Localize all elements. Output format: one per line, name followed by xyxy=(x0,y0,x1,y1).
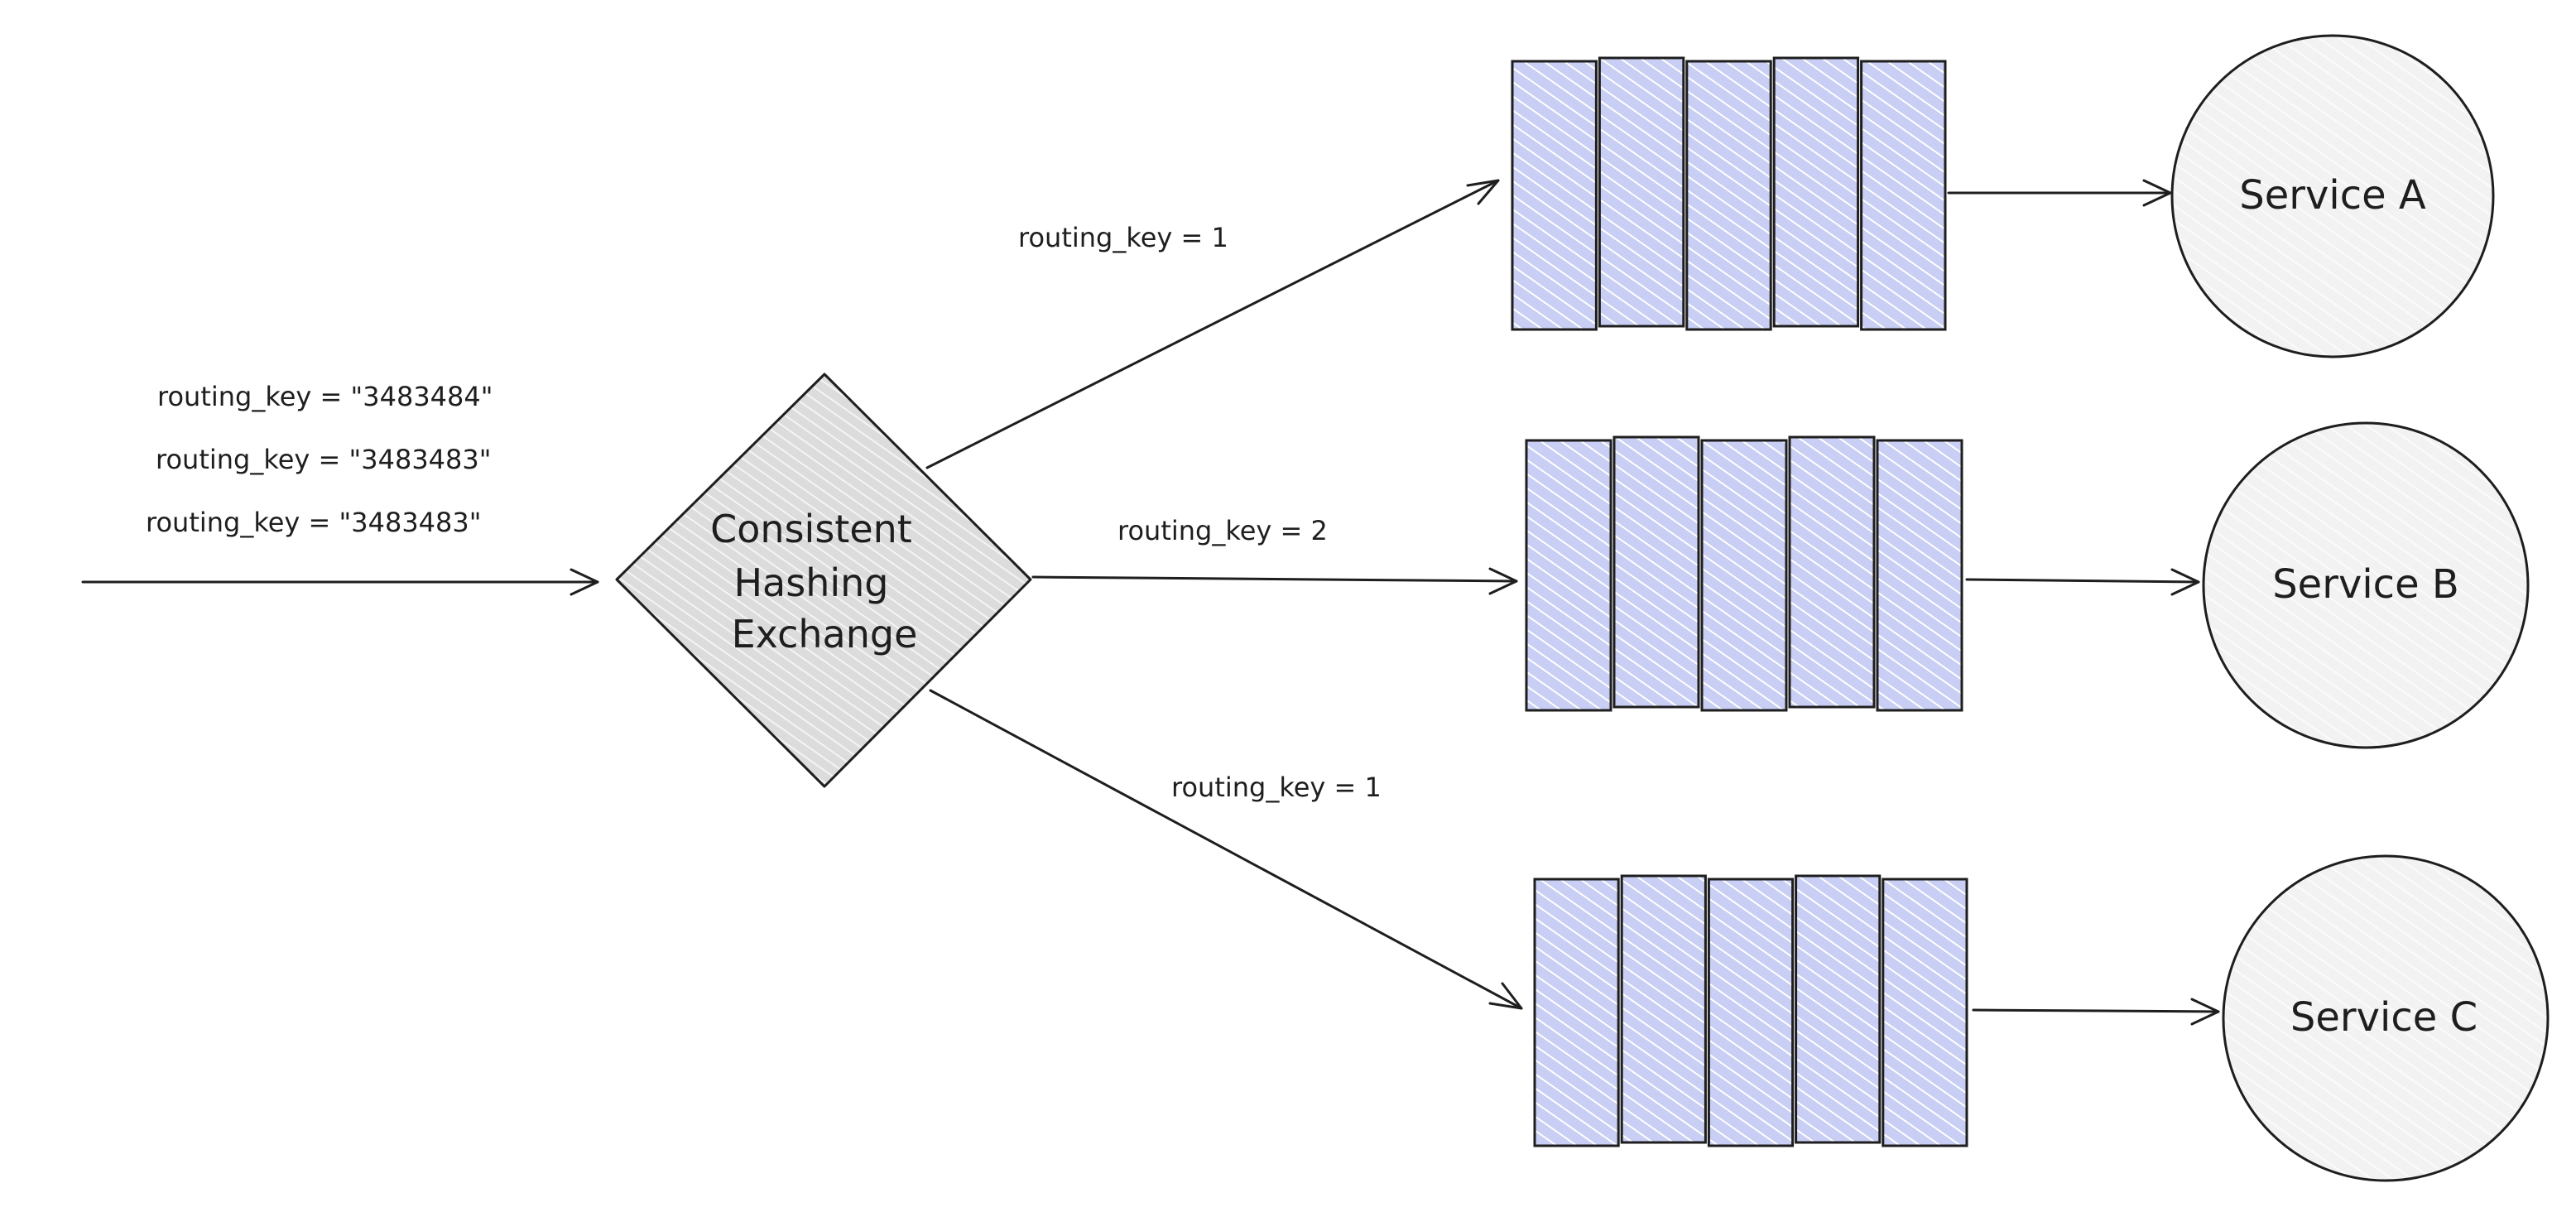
queue-slot xyxy=(1707,878,1795,1147)
queue-slot xyxy=(1533,878,1620,1147)
consistent-hashing-exchange: Consistent Hashing Exchange xyxy=(615,373,1032,788)
route-label-c: routing_key = 1 xyxy=(1171,772,1382,803)
exchange-label-line-3: Exchange xyxy=(732,612,918,656)
queue-slot xyxy=(1788,435,1876,709)
queue-slot xyxy=(1795,874,1882,1144)
queue-c-to-service-arrow xyxy=(1972,998,2220,1026)
input-routing-key-3: routing_key = "3483483" xyxy=(146,507,481,538)
queue-c xyxy=(1533,874,1968,1147)
queue-slot xyxy=(1860,60,1947,331)
queue-slot xyxy=(1620,874,1707,1144)
queue-b-to-service-arrow xyxy=(1965,568,2200,596)
service-c-label: Service C xyxy=(2290,994,2477,1041)
route-arrow-b xyxy=(1031,567,1518,595)
exchange-label-line-1: Consistent xyxy=(710,507,912,551)
input-routing-key-1: routing_key = "3483484" xyxy=(157,381,493,412)
service-b-label: Service B xyxy=(2272,561,2459,608)
queue-a xyxy=(1511,56,1947,331)
queue-slot xyxy=(1882,878,1968,1147)
service-c: Service C xyxy=(2222,854,2550,1182)
queue-a-to-service-arrow xyxy=(1947,179,2172,207)
service-b: Service B xyxy=(2202,421,2530,749)
queue-slot xyxy=(1772,56,1860,328)
input-routing-key-2: routing_key = "3483483" xyxy=(156,444,491,475)
queue-slot xyxy=(1612,435,1700,709)
queue-slot xyxy=(1598,56,1685,328)
service-a: Service A xyxy=(2170,34,2495,358)
queue-slot xyxy=(1511,60,1598,331)
route-arrow-a xyxy=(925,179,1500,469)
route-arrow-c xyxy=(929,689,1523,1010)
queue-slot xyxy=(1685,60,1772,331)
route-label-b: routing_key = 2 xyxy=(1117,515,1328,546)
route-label-a: routing_key = 1 xyxy=(1018,222,1228,253)
queue-b xyxy=(1525,435,1963,712)
queue-slot xyxy=(1525,439,1612,712)
exchange-label-line-2: Hashing xyxy=(733,560,888,605)
queue-slot xyxy=(1700,439,1788,712)
input-arrow xyxy=(81,568,599,596)
service-a-label: Service A xyxy=(2239,172,2426,219)
queue-slot xyxy=(1876,439,1963,712)
